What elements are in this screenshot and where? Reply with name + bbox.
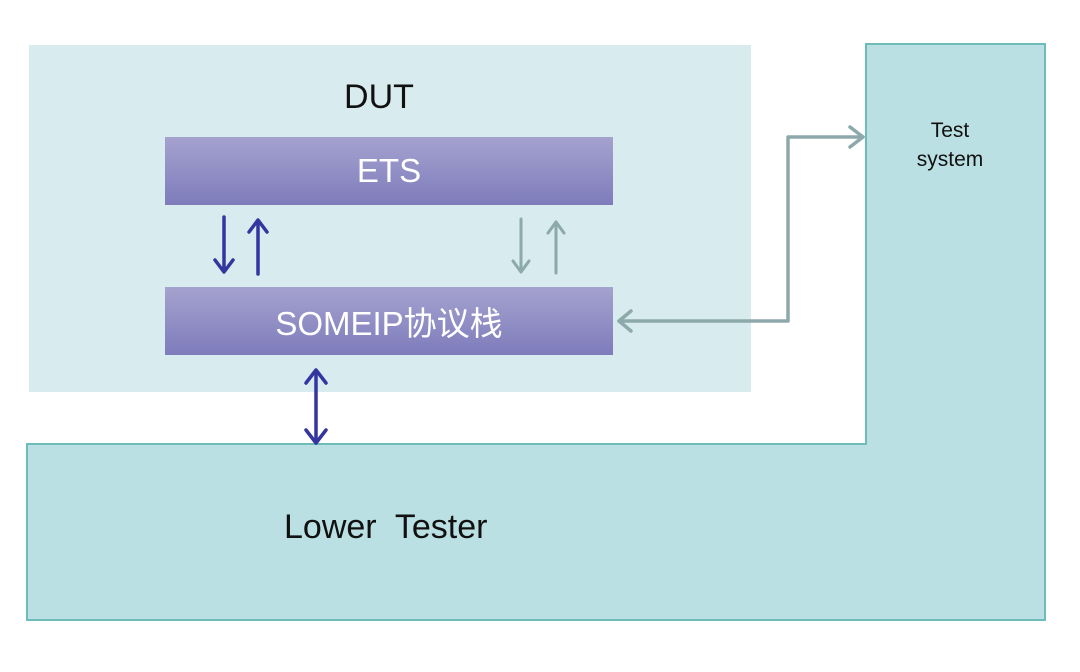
someip-stack-layer: SOMEIP协议栈 bbox=[165, 287, 613, 355]
test-system-label: Test system bbox=[916, 119, 984, 171]
dut-title: DUT bbox=[344, 78, 414, 116]
ets-label: ETS bbox=[356, 152, 422, 189]
lower-tester-label: Lower Tester bbox=[284, 508, 488, 546]
tester-shape bbox=[26, 43, 1046, 621]
ets-layer: ETS bbox=[165, 137, 613, 205]
someip-stack-label: SOMEIP协议栈 bbox=[275, 305, 503, 342]
